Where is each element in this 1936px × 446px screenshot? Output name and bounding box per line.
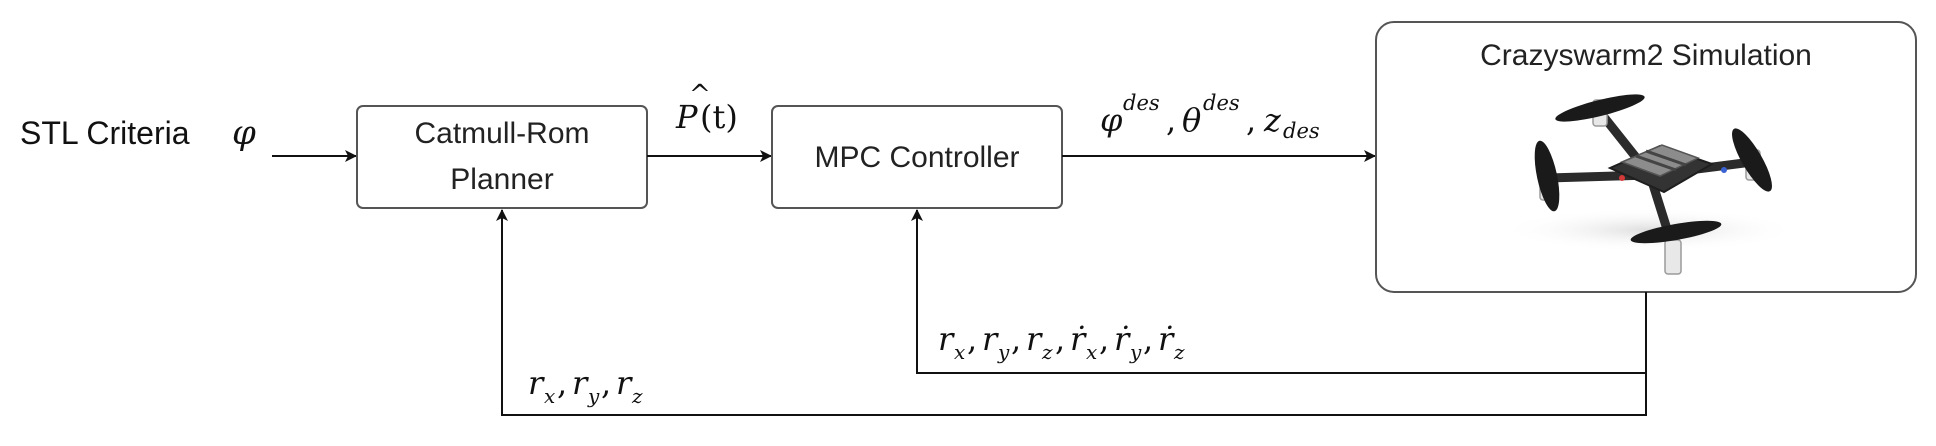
simulation-block: Crazyswarm2 Simulation: [1375, 21, 1917, 293]
controller-output-label: φ des , θ des , z des: [1100, 91, 1320, 143]
controller-block: MPC Controller: [771, 105, 1063, 209]
fc-s6: z: [1173, 340, 1185, 364]
fc-c3: ,: [1055, 320, 1065, 358]
planner-block: Catmull-Rom Planner: [356, 105, 648, 209]
fc-s3: z: [1041, 340, 1053, 364]
z-symbol: z: [1263, 101, 1282, 139]
z-subscript: des: [1283, 119, 1320, 143]
fc-s2: y: [997, 340, 1010, 364]
input-symbol: φ: [232, 113, 256, 153]
comma-2: ,: [1246, 101, 1256, 139]
fc-s4: x: [1086, 340, 1097, 364]
fp-r3: r: [616, 364, 633, 402]
fc-r5: ṙ: [1114, 320, 1131, 358]
fc-c5: ,: [1143, 320, 1153, 358]
fc-r3: r: [1026, 320, 1043, 358]
feedback-to-planner: [496, 209, 1647, 416]
fp-c1: ,: [557, 364, 567, 402]
input-text: STL Criteria: [20, 115, 190, 151]
planner-output-label: P ^ (t): [675, 80, 738, 136]
fc-s1: x: [954, 340, 965, 364]
drone-image: [1500, 94, 1800, 275]
fp-s2: y: [587, 384, 600, 408]
planner-label-line1: Catmull-Rom: [414, 117, 589, 150]
drone-board: [1607, 144, 1727, 194]
p-hat-arg: (t): [700, 98, 738, 136]
fc-c2: ,: [1011, 320, 1021, 358]
fp-r1: r: [528, 364, 545, 402]
planner-label-line2: Planner: [450, 163, 553, 196]
feedback-planner-label: r x , r y , r z: [528, 364, 643, 408]
fc-c4: ,: [1099, 320, 1109, 358]
p-hat-accent: ^: [689, 80, 711, 110]
fc-r2: r: [982, 320, 999, 358]
input-label: STL Criteria φ: [20, 113, 256, 153]
phi-symbol: φ: [1100, 101, 1123, 139]
feedback-to-controller: [911, 209, 1647, 374]
fp-s3: z: [631, 384, 643, 408]
simulation-title: Crazyswarm2 Simulation: [1480, 39, 1812, 72]
controller-label: MPC Controller: [814, 141, 1019, 174]
feedback-controller-label: r x , r y , r z , ṙ x , ṙ y , ṙ z: [938, 320, 1185, 364]
fc-r4: ṙ: [1070, 320, 1087, 358]
fc-s5: y: [1129, 340, 1142, 364]
comma-1: ,: [1166, 101, 1176, 139]
phi-superscript: des: [1123, 91, 1160, 115]
theta-symbol: θ: [1182, 101, 1201, 139]
fc-c1: ,: [967, 320, 977, 358]
fc-r1: r: [938, 320, 955, 358]
p-hat-base: P: [675, 98, 698, 136]
fp-s1: x: [544, 384, 555, 408]
fp-c2: ,: [601, 364, 611, 402]
fc-r6: ṙ: [1158, 320, 1175, 358]
fp-r2: r: [572, 364, 589, 402]
theta-superscript: des: [1203, 91, 1240, 115]
